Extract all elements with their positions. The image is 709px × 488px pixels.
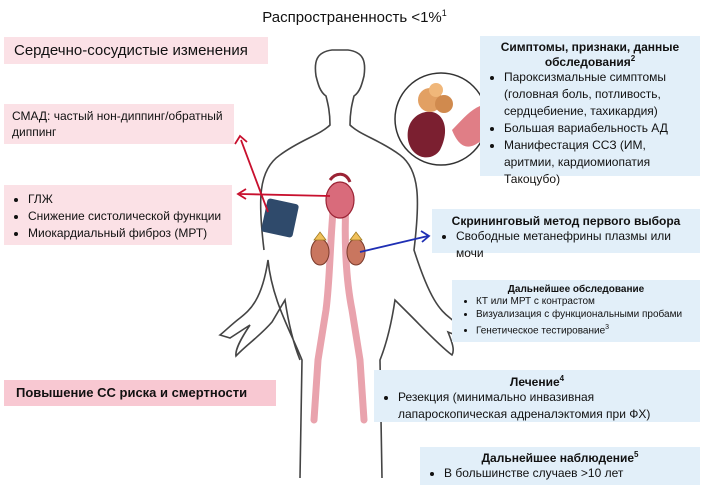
followup-box: Дальнейшее наблюдение5 В большинстве слу… bbox=[420, 447, 700, 485]
kidney-icon bbox=[310, 231, 366, 266]
bp-cuff-icon bbox=[261, 198, 299, 238]
treatment-title: Лечение4 bbox=[509, 374, 565, 389]
further-exam-title: Дальнейшее обследование bbox=[507, 284, 645, 295]
list-item: Снижение систолической функции bbox=[28, 208, 224, 225]
screening-box: Скрининговый метод первого выбора Свобод… bbox=[432, 209, 700, 260]
page-title: Распространенность <1%1 bbox=[262, 8, 447, 26]
arrow-to-lvh bbox=[236, 188, 331, 200]
further-exam-box: Дальнейшее обследование КТ или МРТ с кон… bbox=[452, 280, 700, 342]
arrow-to-smad bbox=[234, 134, 269, 213]
risk-box: Повышение СС риска и смертности bbox=[4, 380, 276, 406]
list-item: Генетическое тестирование3 bbox=[476, 321, 692, 337]
lvh-box: ГЛЖ Снижение систолической функции Миока… bbox=[4, 185, 232, 245]
list-item: Визуализация с функциональными пробами bbox=[476, 308, 692, 321]
symptoms-title: Симптомы, признаки, данные обследования2 bbox=[500, 40, 680, 69]
adrenal-tumor-magnified-icon bbox=[394, 72, 488, 166]
list-item: В большинстве случаев >10 лет bbox=[444, 465, 692, 482]
screening-title: Скрининговый метод первого выбора bbox=[451, 214, 681, 228]
symptoms-box: Симптомы, признаки, данные обследования2… bbox=[480, 36, 700, 186]
list-item: ГЛЖ bbox=[28, 191, 224, 208]
list-item: Манифестация ССЗ (ИМ, аритмии, кардиомио… bbox=[504, 137, 692, 188]
treatment-box: Лечение4 Резекция (минимально инвазивная… bbox=[374, 370, 700, 422]
arrow-to-screening bbox=[359, 230, 431, 253]
list-item: КТ или МРТ с контрастом bbox=[476, 295, 692, 308]
list-item: Свободные метанефрины плазмы или мочи bbox=[456, 228, 692, 262]
list-item: Резекция (минимально инвазивная лапароск… bbox=[398, 389, 692, 423]
list-item: Миокардиальный фиброз (МРТ) bbox=[28, 225, 224, 242]
list-item: Большая вариабельность АД bbox=[504, 120, 692, 137]
list-item: Пароксизмальные симптомы (головная боль,… bbox=[504, 69, 692, 120]
heart-icon bbox=[325, 172, 355, 219]
followup-title: Дальнейшее наблюдение5 bbox=[481, 450, 639, 465]
smad-box: СМАД: частый нон-диппинг/обратный диппин… bbox=[4, 104, 234, 144]
body-outline bbox=[218, 49, 461, 479]
cv-changes-header: Сердечно-сосудистые изменения bbox=[4, 37, 268, 64]
